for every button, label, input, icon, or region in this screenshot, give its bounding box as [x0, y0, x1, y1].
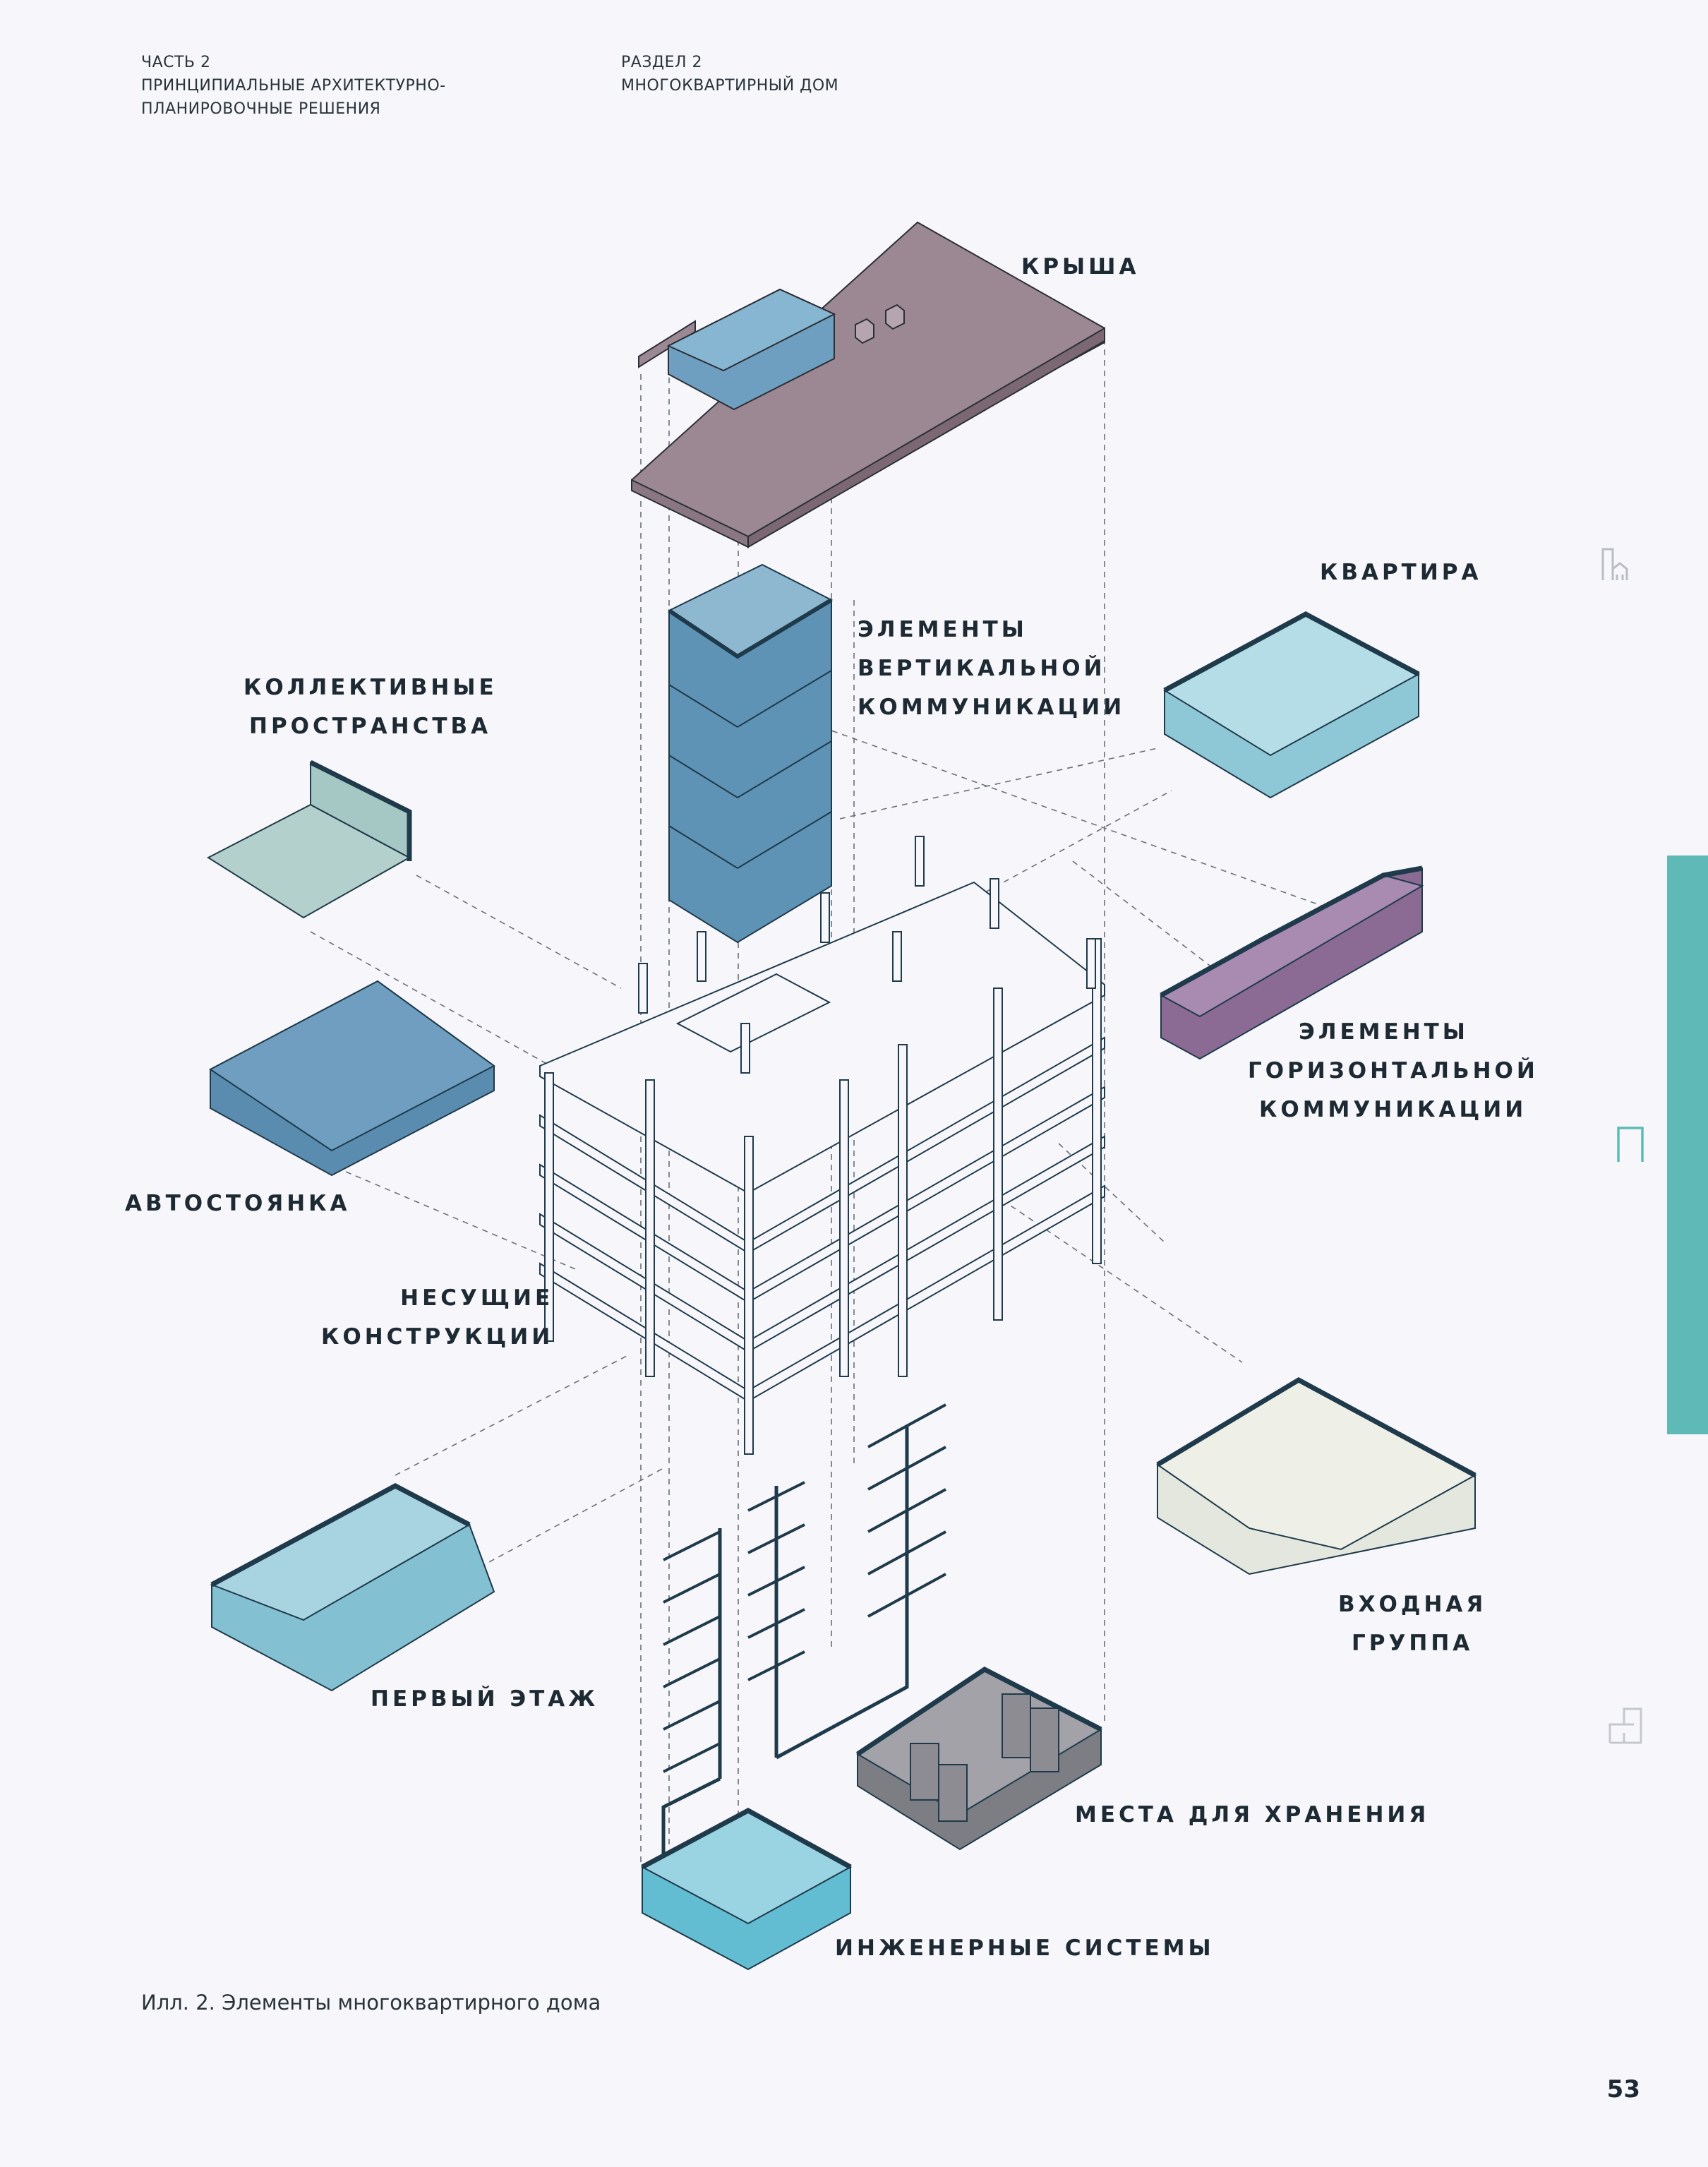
ground-floor-block	[210, 1483, 495, 1692]
label-collective-spaces: КОЛЛЕКТИВНЫЕ ПРОСТРАНСТВА	[243, 675, 498, 739]
storage-block	[856, 1666, 1103, 1851]
building-outline-icon	[1599, 544, 1641, 586]
vertical-shaft-block	[668, 563, 834, 944]
columns	[544, 836, 1102, 1455]
label-ground-floor: ПЕРВЫЙ ЭТАЖ	[371, 1686, 599, 1712]
label-roof: КРЫША	[1021, 254, 1140, 280]
corridor-block	[1159, 865, 1424, 1060]
label-apartment: КВАРТИРА	[1320, 560, 1482, 585]
floorplan-icon	[1606, 1705, 1648, 1747]
chapter-tab-bar	[1667, 856, 1708, 1434]
section-heading: РАЗДЕЛ 2 МНОГОКВАРТИРНЫЙ ДОМ	[621, 51, 838, 97]
section-number: РАЗДЕЛ 2	[621, 54, 703, 71]
label-structure: НЕСУЩИЕ КОНСТРУКЦИИ	[321, 1285, 554, 1350]
collective-space-block	[206, 760, 412, 919]
part-title-line-1: ПРИНЦИПИАЛЬНЫЕ АРХИТЕКТУРНО-	[141, 77, 446, 95]
part-number: ЧАСТЬ 2	[141, 54, 211, 71]
part-title-line-2: ПЛАНИРОВОЧНЫЕ РЕШЕНИЯ	[141, 100, 381, 118]
label-vertical-communication: ЭЛЕМЕНТЫ ВЕРТИКАЛЬНОЙ КОММУНИКАЦИИ	[858, 617, 1126, 720]
engineering-room-block	[640, 1808, 853, 1971]
label-horizontal-communication: ЭЛЕМЕНТЫ ГОРИЗОНТАЛЬНОЙ КОММУНИКАЦИИ	[1248, 1019, 1539, 1122]
doorway-icon	[1613, 1122, 1655, 1165]
parking-block	[209, 980, 495, 1177]
roof-block	[631, 221, 1105, 548]
label-storage: МЕСТА ДЛЯ ХРАНЕНИЯ	[1075, 1802, 1430, 1827]
entrance-block	[1156, 1376, 1477, 1575]
apartment-block	[1162, 611, 1421, 799]
structural-frame	[539, 836, 1105, 1455]
label-engineering-systems: ИНЖЕНЕРНЫЕ СИСТЕМЫ	[835, 1935, 1215, 1961]
part-heading: ЧАСТЬ 2 ПРИНЦИПИАЛЬНЫЕ АРХИТЕКТУРНО- ПЛА…	[141, 51, 446, 121]
label-entrance-group: ВХОДНАЯ ГРУППА	[1338, 1592, 1487, 1656]
section-title: МНОГОКВАРТИРНЫЙ ДОМ	[621, 77, 839, 95]
label-parking: АВТОСТОЯНКА	[125, 1191, 351, 1216]
figure-caption: Илл. 2. Элементы многоквартирного дома	[141, 1991, 601, 2015]
page-number: 53	[1606, 2075, 1640, 2103]
engineering-risers	[661, 1403, 946, 1863]
